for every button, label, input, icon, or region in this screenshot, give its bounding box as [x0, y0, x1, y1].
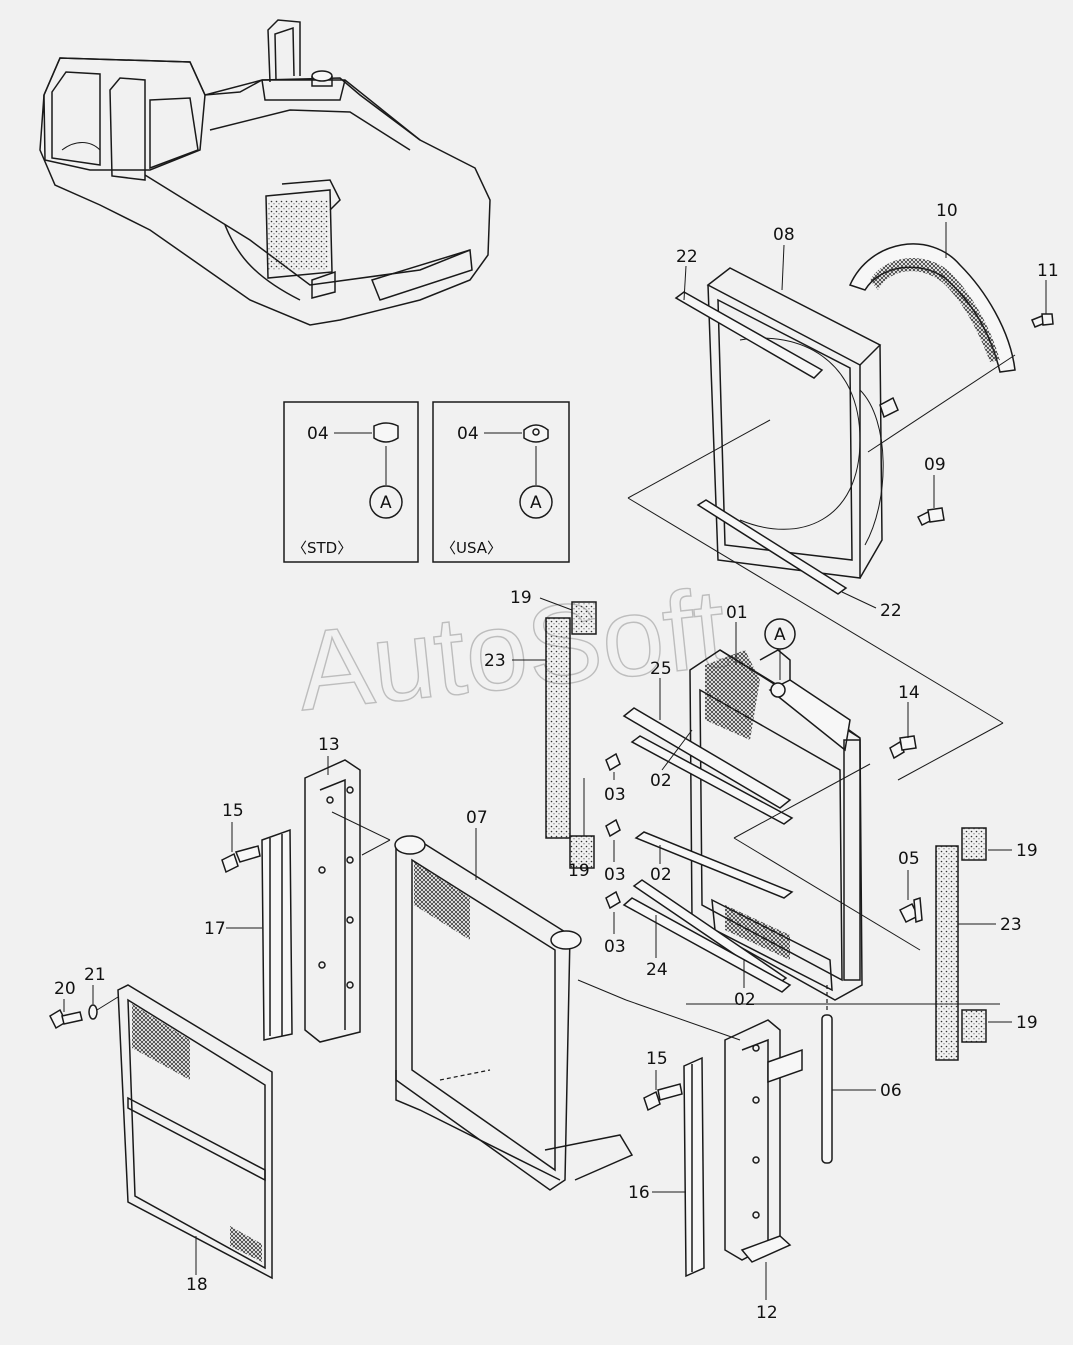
label-18: 18 — [186, 1275, 208, 1295]
screen-18 — [117, 984, 273, 1280]
label-02a: 02 — [650, 771, 672, 791]
seals-right — [935, 827, 987, 1061]
label-03c: 03 — [604, 937, 626, 957]
label-19a: 19 — [510, 588, 532, 608]
label-15b: 15 — [646, 1049, 668, 1069]
ref-label: A — [380, 493, 392, 513]
label-19c: 19 — [1016, 841, 1038, 861]
wing-bolt-20 — [49, 996, 119, 1030]
label-06: 06 — [880, 1081, 902, 1101]
detail-box-std: 04 A 〈STD〉 — [283, 401, 419, 563]
label-22: 22 — [676, 247, 698, 267]
label-19d: 19 — [1016, 1013, 1038, 1033]
label-02b: 02 — [650, 865, 672, 885]
bolt-09 — [916, 507, 945, 527]
label-20: 20 — [54, 979, 76, 999]
label-12: 12 — [756, 1303, 778, 1323]
label-05: 05 — [898, 849, 920, 869]
part-label: 04 — [307, 424, 329, 444]
label-02c: 02 — [734, 990, 756, 1010]
svg-text:A: A — [774, 625, 786, 645]
label-07: 07 — [466, 808, 488, 828]
label-15a: 15 — [222, 801, 244, 821]
usa-caption: 〈USA〉 — [441, 539, 502, 557]
bracket-13 — [304, 759, 361, 1043]
label-22b: 22 — [880, 601, 902, 621]
label-19b: 19 — [568, 861, 590, 881]
reference-marker-a: A — [764, 618, 796, 680]
label-14: 14 — [898, 683, 920, 703]
label-23b: 23 — [1000, 915, 1022, 935]
label-13: 13 — [318, 735, 340, 755]
label-11: 11 — [1037, 261, 1059, 281]
bolt-15a — [221, 845, 261, 874]
label-08: 08 — [773, 225, 795, 245]
seal-16 — [683, 1056, 705, 1278]
label-16: 16 — [628, 1183, 650, 1203]
seal-17 — [261, 828, 293, 1041]
excavator-overview — [39, 19, 491, 326]
label-17: 17 — [204, 919, 226, 939]
label-03a: 03 — [604, 785, 626, 805]
bracket-12 — [724, 1019, 803, 1263]
oil-cooler-07 — [394, 835, 634, 1191]
tube-06 — [821, 985, 833, 1164]
part-labels: 22 08 10 11 09 22 19 23 01 25 14 19 03 0… — [54, 201, 1059, 1323]
radiator-assembly — [605, 649, 1004, 1005]
fan-shroud — [627, 243, 1054, 724]
label-21: 21 — [84, 965, 106, 985]
label-01: 01 — [726, 603, 748, 623]
part-label: 04 — [457, 424, 479, 444]
label-03b: 03 — [604, 865, 626, 885]
seals-left — [545, 601, 597, 869]
bolt-11 — [1031, 313, 1054, 328]
label-25: 25 — [650, 659, 672, 679]
label-24: 24 — [646, 960, 668, 980]
std-caption: 〈STD〉 — [292, 539, 352, 557]
detail-box-usa: 04 A 〈USA〉 — [432, 401, 570, 563]
label-23a: 23 — [484, 651, 506, 671]
label-09: 09 — [924, 455, 946, 475]
label-10: 10 — [936, 201, 958, 221]
ref-label: A — [530, 493, 542, 513]
bolt-15b — [643, 1083, 683, 1112]
